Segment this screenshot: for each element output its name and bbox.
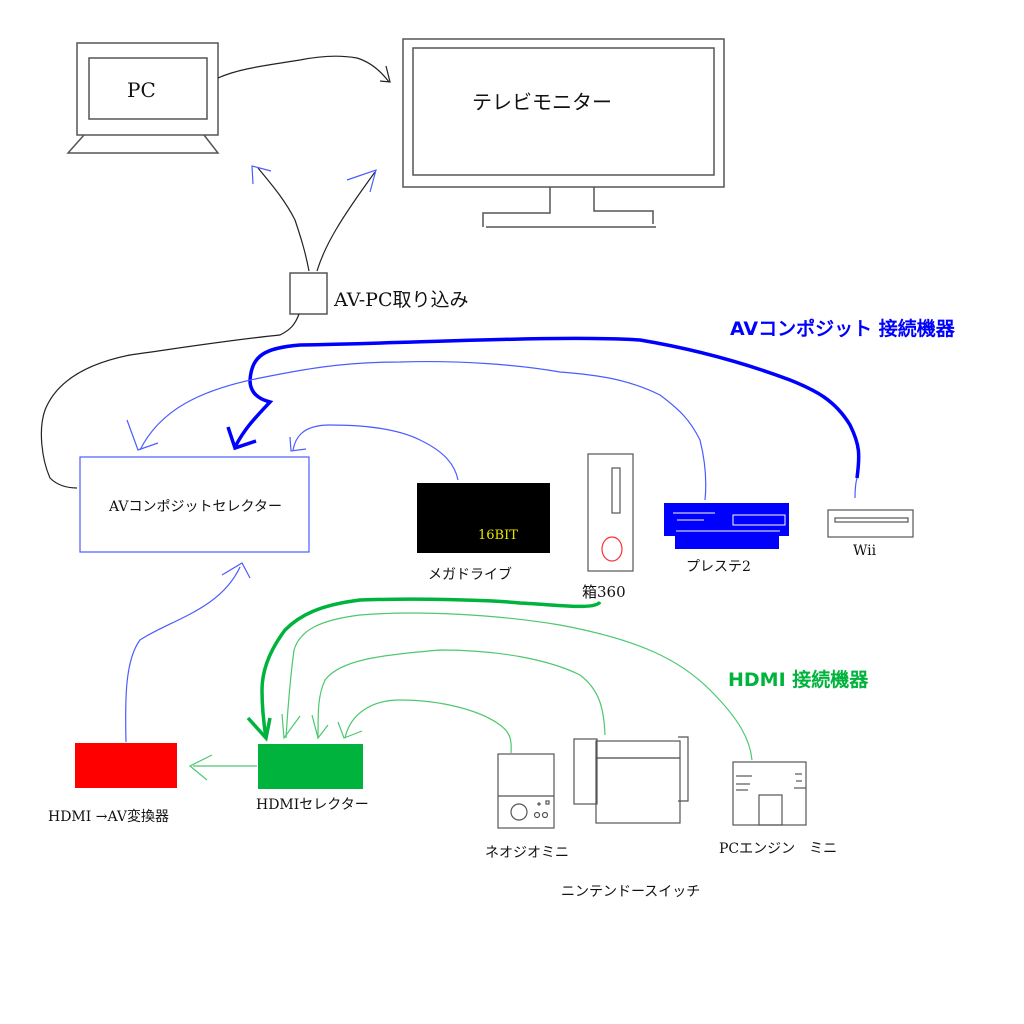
pc-engine-mini-label: PCエンジン ミニ [719, 841, 838, 857]
ps2-cable [139, 360, 707, 501]
capture-to-tv-cable [316, 171, 376, 272]
neogeo-cable [344, 699, 512, 754]
av-devices-heading: AVコンポジット 接続機器 [730, 318, 955, 340]
neogeo-mini-label: ネオジオミニ [485, 845, 569, 861]
pc-label: PC [127, 78, 156, 102]
ps2-icon [664, 503, 789, 549]
capture-arrowheads [251, 165, 377, 193]
megadrive-icon [417, 483, 550, 553]
hdmi-devices-heading: HDMI 接続機器 [728, 669, 869, 691]
selector-to-converter-arrowhead [188, 754, 213, 781]
pc-engine-cable [285, 612, 753, 761]
switch-arrowhead [311, 714, 329, 740]
av-selector-box[interactable] [79, 456, 310, 553]
arrow-tv [379, 65, 391, 83]
megadrive-label: メガドライブ [428, 567, 512, 583]
av-cables [125, 336, 861, 743]
capture-device-icon [289, 272, 328, 315]
hdmi-to-av-label: HDMI →AV変換器 [48, 809, 170, 825]
switch-icon [573, 736, 689, 824]
xbox360-label: 箱360 [582, 583, 626, 601]
capture-to-pc-cable [257, 167, 310, 272]
hdmi-selector-box[interactable] [258, 744, 363, 789]
pc-engine-arrowhead [281, 713, 301, 740]
av-selector-label: AVコンポジットセレクター [109, 499, 282, 515]
converter-cable [125, 566, 241, 743]
wii-cable-tail [854, 477, 858, 499]
switch-cable [317, 649, 606, 739]
pc-cables [40, 55, 391, 489]
pc-engine-mini-icon [732, 761, 807, 826]
pc-laptop-icon [66, 42, 220, 154]
hdmi-cables [188, 597, 753, 781]
ps2-arrowhead [126, 419, 159, 451]
wii-icon [827, 509, 914, 538]
wii-label: Wii [853, 543, 877, 559]
megadrive-arrowhead [289, 436, 307, 452]
tv-label: テレビモニター [472, 90, 612, 114]
wii-cable [233, 336, 861, 479]
hdmi-to-av-converter-box[interactable] [75, 743, 177, 788]
megadrive-cable [292, 424, 459, 481]
neogeo-mini-icon [497, 753, 555, 829]
ps2-label: プレステ2 [686, 559, 751, 575]
tv-monitor-icon [402, 38, 725, 228]
neogeo-arrowhead [337, 721, 363, 739]
capture-label: AV-PC取り込み [334, 289, 469, 311]
wii-arrowhead [226, 426, 257, 451]
pc-to-tv-cable [217, 55, 390, 83]
xbox360-icon [587, 453, 634, 572]
selector-to-capture-cable [40, 313, 300, 489]
megadrive-badge: 16BIT [478, 528, 518, 543]
xbox360-arrowhead [246, 716, 272, 742]
converter-arrowhead [221, 562, 251, 579]
xbox360-cable [260, 597, 602, 739]
hdmi-selector-label: HDMIセレクター [256, 797, 369, 813]
switch-label: ニンテンドースイッチ [561, 884, 701, 900]
